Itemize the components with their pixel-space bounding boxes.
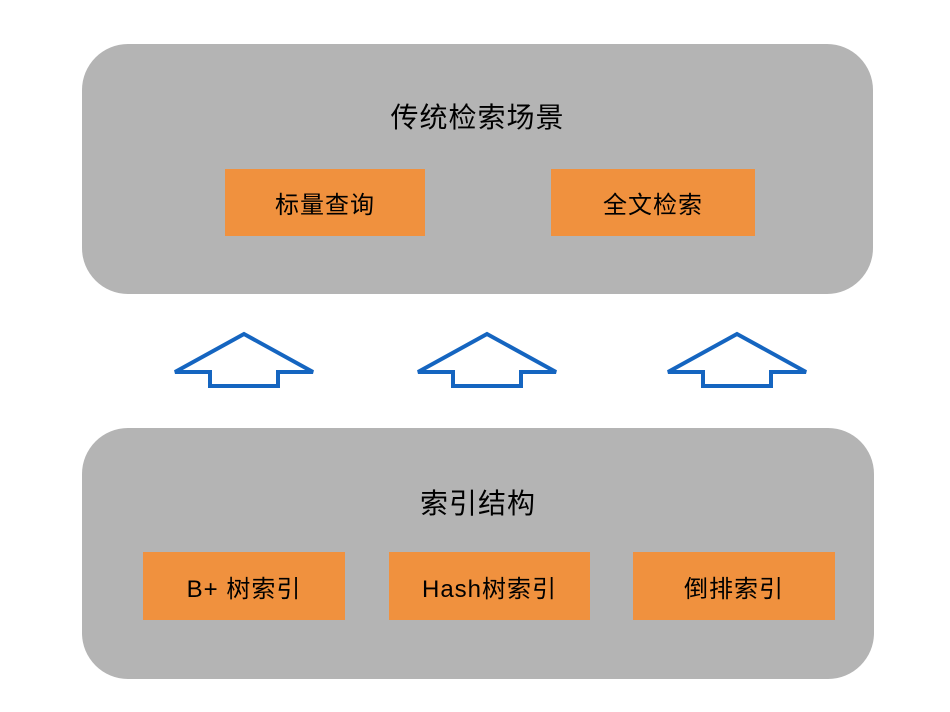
up-arrow-icon (417, 331, 557, 388)
item-fulltext-search: 全文检索 (551, 169, 755, 236)
up-arrow-icon (667, 331, 807, 388)
item-inverted-index: 倒排索引 (633, 552, 835, 620)
up-arrow-icon (174, 331, 314, 388)
item-hash-tree-index: Hash树索引 (389, 552, 590, 620)
section-title-index-structures: 索引结构 (419, 488, 536, 519)
item-scalar-query: 标量查询 (225, 169, 425, 236)
section-title-traditional-retrieval: 传统检索场景 (390, 102, 565, 133)
section-index-structures: 索引结构 B+ 树索引 Hash树索引 倒排索引 (82, 428, 874, 679)
section-traditional-retrieval: 传统检索场景 标量查询 全文检索 (82, 44, 873, 294)
item-bplus-tree-index: B+ 树索引 (143, 552, 345, 620)
